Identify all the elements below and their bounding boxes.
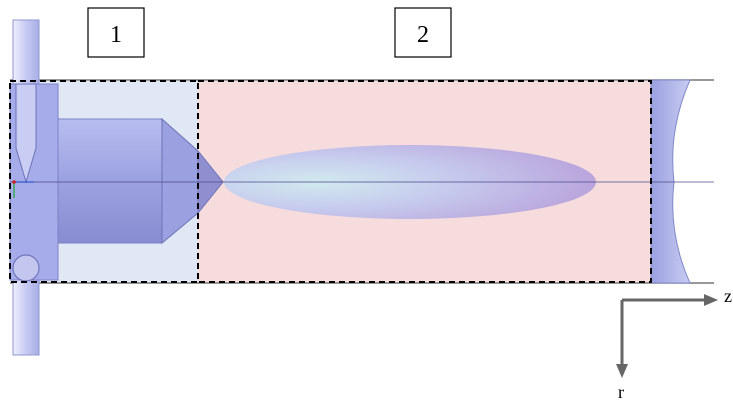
region-2-label: 2 (417, 22, 429, 48)
region-2-outline (197, 80, 652, 283)
region-1-label-box (87, 7, 145, 58)
injection-needle (15, 83, 37, 184)
region-2-label-box (394, 7, 452, 58)
end-cap (650, 79, 691, 284)
region-1-label: 1 (110, 22, 122, 48)
r-axis-arrowhead (616, 364, 628, 378)
z-axis-label: z (724, 286, 732, 306)
triad-origin (12, 180, 16, 184)
inlet-port (12, 254, 40, 282)
cylinder-body (57, 118, 163, 244)
r-axis-label: r (618, 382, 624, 402)
region-1-outline (9, 80, 199, 283)
z-axis-arrowhead (704, 294, 718, 306)
